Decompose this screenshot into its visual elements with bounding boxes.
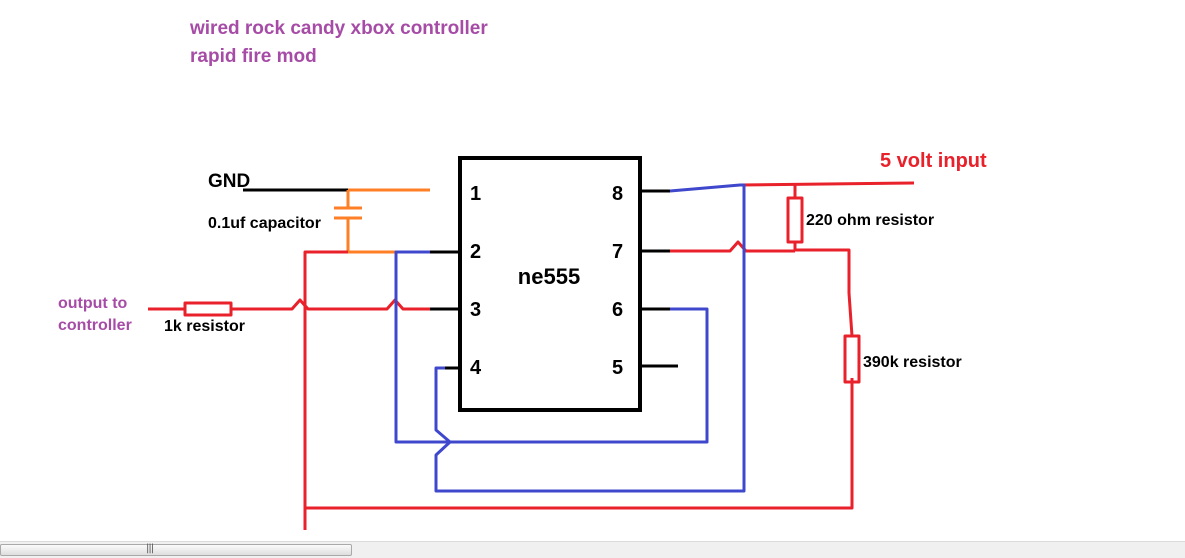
pin4-blue-loop <box>434 183 746 493</box>
circuit-diagram: ne555 1 2 3 4 8 7 6 5 GND 0.1uf capacito… <box>58 150 987 530</box>
resistor-220-label: 220 ohm resistor <box>806 212 934 229</box>
input-wire <box>739 181 915 187</box>
title-line-2: rapid fire mod <box>190 46 317 67</box>
pin2-red-loop <box>303 250 348 530</box>
title-line-1: wired rock candy xbox controller <box>190 18 488 39</box>
scrollbar-grip-icon: ||| <box>146 543 154 554</box>
pin-6-label: 6 <box>612 299 623 321</box>
bottom-red <box>305 378 854 510</box>
capacitor-label: 0.1uf capacitor <box>208 215 321 232</box>
output-label-line-1: output to <box>58 295 128 312</box>
resistor-220-body <box>786 196 804 244</box>
black-wires <box>243 188 678 370</box>
output-label-line-2: controller <box>58 317 132 334</box>
pin-7-label: 7 <box>612 241 623 263</box>
scrollbar-thumb[interactable]: ||| <box>0 543 352 556</box>
ne555-chip <box>458 156 642 412</box>
right-red <box>795 248 854 337</box>
pin-4-label: 4 <box>470 357 482 379</box>
resistor-1k-body <box>183 301 233 317</box>
red-wires <box>148 181 915 530</box>
pin-3-label: 3 <box>470 299 481 321</box>
pin-5-label: 5 <box>612 357 623 379</box>
pin7-wire <box>670 240 795 253</box>
chip-label: ne555 <box>518 264 580 289</box>
gnd-label: GND <box>208 171 250 192</box>
pin6-blue-loop <box>394 250 709 444</box>
pin-1-label: 1 <box>470 183 481 205</box>
capacitor-symbol <box>334 188 430 254</box>
resistor-390k-label: 390k resistor <box>863 354 962 371</box>
blue-wires <box>394 183 746 493</box>
horizontal-scrollbar[interactable]: ||| <box>0 541 1185 558</box>
pin-2-label: 2 <box>470 241 481 263</box>
pin3-wire <box>231 298 430 311</box>
pin-8-label: 8 <box>612 183 623 205</box>
resistor-390k-body <box>843 334 861 384</box>
resistor-1k-label: 1k resistor <box>164 318 245 335</box>
input-label: 5 volt input <box>880 150 987 172</box>
